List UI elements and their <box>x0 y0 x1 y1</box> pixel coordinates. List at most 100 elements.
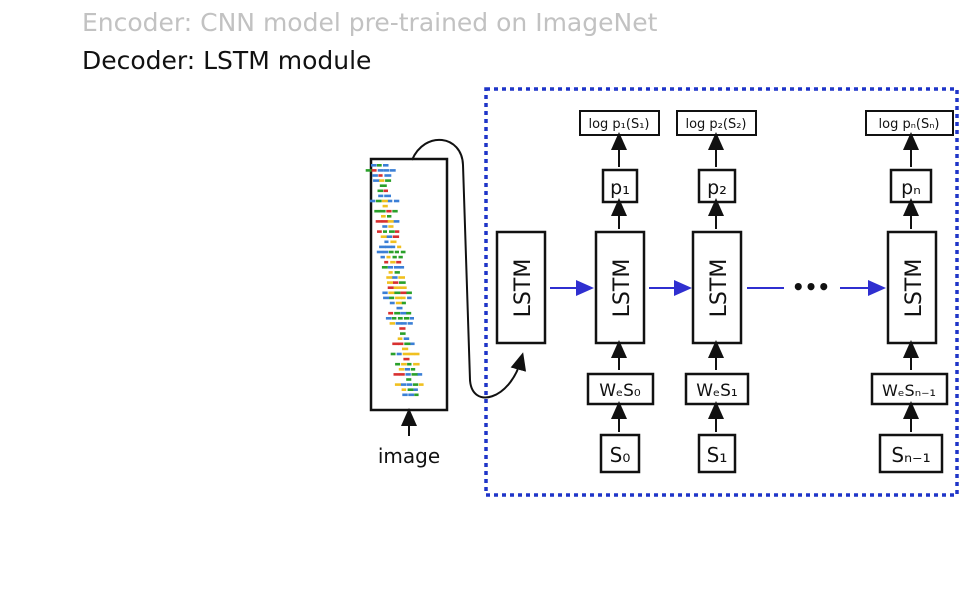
cnn-layer-block <box>389 230 395 233</box>
cnn-layer-block <box>377 189 384 193</box>
embed-box-1 <box>586 372 655 406</box>
cnn-layer-block <box>394 250 399 254</box>
input-word-box-1 <box>599 433 641 474</box>
cnn-layer-block <box>407 322 413 325</box>
cnn-layer-block <box>391 317 397 320</box>
image-label: image <box>378 444 440 468</box>
cnn-layer-block <box>401 362 407 366</box>
log-prob-label-2: log p₂(S₂) <box>685 117 746 132</box>
ellipsis: ••• <box>792 275 830 299</box>
cnn-layer-block <box>408 352 416 356</box>
cnn-layer-block <box>387 220 394 223</box>
prob-label-2: p₂ <box>707 177 727 199</box>
cnn-layer-block <box>402 393 408 397</box>
cnn-layer-block <box>377 230 382 233</box>
cnn-layer-block <box>404 342 411 346</box>
cnn-layer-block <box>400 250 406 254</box>
log-prob-box-n <box>865 110 954 136</box>
cnn-layer-block <box>394 291 401 295</box>
cnn-layer-block <box>397 317 403 320</box>
input-word-label-1: S₀ <box>610 443 631 467</box>
cnn-layer-block <box>388 291 396 295</box>
cnn-layer-block <box>387 286 394 289</box>
cnn-layer-block <box>390 352 396 356</box>
cnn-layer-block <box>403 337 410 340</box>
cnn-layer-block <box>381 266 388 269</box>
cnn-layer-block <box>383 230 387 233</box>
lstm-label-2: LSTM <box>707 259 732 318</box>
cnn-layer-block <box>402 352 410 356</box>
cnn-layer-block <box>398 255 403 259</box>
encoder-description: Encoder: CNN model pre-trained on ImageN… <box>82 8 658 37</box>
cnn-layer-block <box>400 383 407 386</box>
cnn-layer-block <box>393 286 401 289</box>
cnn-layer-block <box>396 306 403 310</box>
cnn-layer-block <box>385 317 392 320</box>
cnn-layer-block <box>399 373 405 376</box>
cnn-layer-block <box>398 276 405 279</box>
cnn-layer-block <box>382 291 388 295</box>
cnn-layer-block <box>387 199 393 203</box>
cnn-layer-block <box>392 342 399 346</box>
cnn-layer-block <box>399 281 406 284</box>
cnn-layer-block <box>386 255 391 259</box>
log-prob-label-1: log p₁(S₁) <box>588 117 649 132</box>
cnn-layer-block <box>369 199 376 203</box>
cnn-layer-block <box>382 225 388 228</box>
cnn-layer-block <box>395 362 401 366</box>
cnn-layer-block <box>381 220 389 223</box>
cnn-layer-block <box>373 179 380 182</box>
cnn-layer-block <box>365 169 372 172</box>
cnn-layer-block <box>401 296 406 300</box>
cnn-layer-block <box>383 189 388 193</box>
cnn-layer-block <box>402 347 409 351</box>
cnn-layer-block <box>371 169 377 172</box>
log-prob-box-2 <box>676 110 757 136</box>
cnn-layer-block <box>388 225 394 228</box>
cnn-layer-block <box>418 383 424 386</box>
cnn-layer-block <box>387 215 392 218</box>
cnn-layer-block <box>400 311 407 315</box>
input-word-box-2 <box>697 433 737 474</box>
cnn-layer-block <box>413 362 420 366</box>
cnn-layer-block <box>381 199 389 203</box>
cnn-layer-block <box>403 317 410 320</box>
cnn-layer-block <box>404 368 410 371</box>
cnn-layer-block <box>383 169 390 172</box>
cnn-layer-block <box>417 373 423 376</box>
lstm-cell-1 <box>594 230 646 345</box>
embed-label-2: WₑS₁ <box>696 381 738 401</box>
input-word-label-n: Sₙ₋₁ <box>891 443 930 467</box>
prob-box-n <box>889 168 933 204</box>
cnn-layer-block <box>395 301 403 305</box>
lstm-label-1: LSTM <box>610 259 635 318</box>
cnn-layer-block <box>375 199 382 203</box>
input-word-label-2: S₁ <box>707 443 728 467</box>
cnn-layer-block <box>385 179 392 182</box>
cnn-layer-block <box>410 342 415 346</box>
cnn-layer-block <box>382 250 389 254</box>
cnn-layer-block <box>411 373 419 376</box>
embed-box-2 <box>684 372 750 406</box>
cnn-layer-block <box>400 291 407 295</box>
cnn-layer-block <box>397 337 403 340</box>
cnn-layer-block <box>391 245 396 249</box>
cnn-layer-block <box>398 368 405 371</box>
embed-label-1: WₑS₀ <box>599 381 641 401</box>
cnn-layer-block <box>399 327 406 330</box>
cnn-layer-block <box>407 362 412 366</box>
cnn-layer-block <box>396 260 402 264</box>
cnn-layer-block <box>393 199 400 203</box>
cnn-layer-block <box>401 322 407 325</box>
lstm-cell-initial <box>495 230 547 345</box>
cnn-layer-block <box>386 235 393 238</box>
cnn-layer-block <box>405 373 411 376</box>
cnn-layer-block <box>379 179 385 182</box>
cnn-layer-block <box>394 311 400 315</box>
cnn-layer-block <box>407 388 414 391</box>
cnn-layer-block <box>395 322 403 325</box>
lstm-label-initial: LSTM <box>511 259 536 318</box>
cnn-layer-block <box>378 194 384 198</box>
cnn-layer-block <box>377 164 382 167</box>
